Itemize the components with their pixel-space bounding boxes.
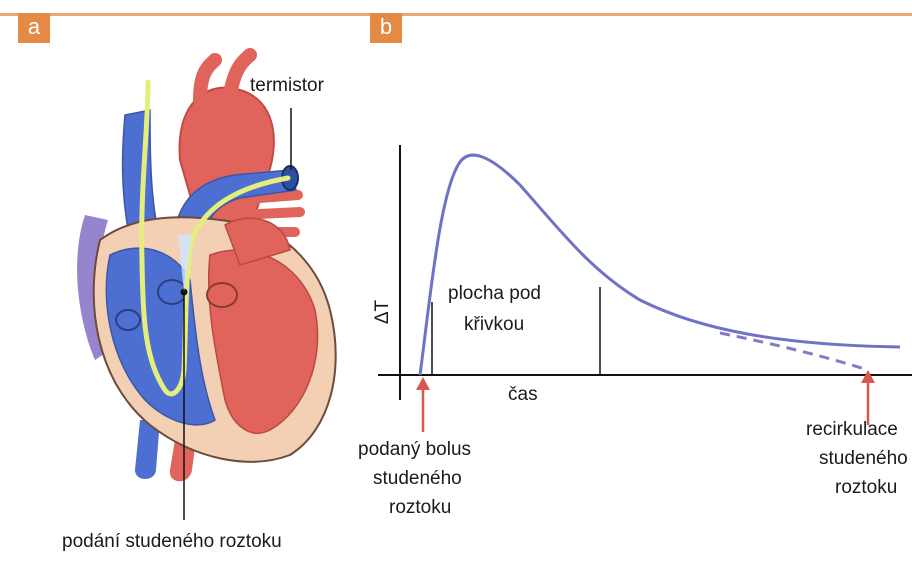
area-label-line1: plocha pod [448, 282, 541, 306]
bolus-label-line3: roztoku [389, 496, 451, 520]
arrow-up-icon [416, 377, 430, 432]
bolus-label-line2: studeného [373, 467, 462, 491]
arrow-up-icon [861, 370, 875, 425]
x-axis-label: čas [508, 383, 538, 407]
thermistor-label: termistor [250, 74, 324, 98]
recirc-label-line2: studeného [819, 447, 908, 471]
recirc-label-line1: recirkulace [806, 418, 898, 442]
injection-label: podání studeného roztoku [62, 530, 282, 554]
extrapolated-curve [720, 333, 868, 370]
area-label-line2: křivkou [464, 313, 524, 337]
thermodilution-curve [420, 155, 900, 375]
y-axis-label: ΔT [371, 300, 395, 324]
bolus-label-line1: podaný bolus [358, 438, 471, 462]
recirc-label-line3: roztoku [835, 476, 897, 500]
